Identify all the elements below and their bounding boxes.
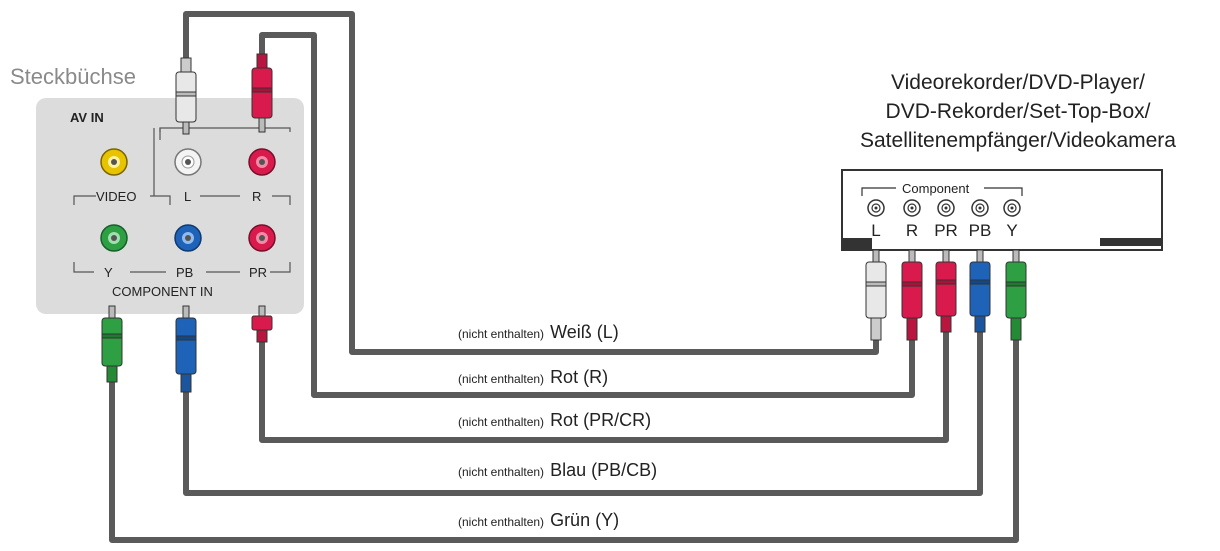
plug-red-pr-device xyxy=(935,249,957,333)
label-r: R xyxy=(252,189,261,204)
label-av-in: AV IN xyxy=(70,110,104,125)
cable-name: Rot (PR/CR) xyxy=(550,410,652,430)
wire-green-y xyxy=(109,340,1019,543)
device-port-label: PB xyxy=(969,221,992,240)
device-title-line-1: Videorekorder/DVD-Player/ xyxy=(890,71,1146,94)
device-port-r: R xyxy=(903,199,921,240)
jack-y xyxy=(100,224,128,252)
label-video: VIDEO xyxy=(96,189,136,204)
plug-green-y-device xyxy=(1005,249,1027,341)
plug-red-pr-panel xyxy=(251,305,273,343)
device-title: Videorekorder/DVD-Player/ DVD-Rekorder/S… xyxy=(816,68,1220,155)
device-port-label: PR xyxy=(934,221,958,240)
cable-label-blue-pb: (nicht enthalten) Blau (PB/CB) xyxy=(458,460,657,481)
device-box: Component L R PR PB Y xyxy=(841,169,1163,251)
label-pb: PB xyxy=(176,265,193,280)
device-port-label: Y xyxy=(1006,221,1017,240)
jack-pr xyxy=(248,224,276,252)
wire-red-pr xyxy=(259,330,949,443)
cable-name: Grün (Y) xyxy=(550,510,620,530)
cable-name: Rot (R) xyxy=(550,367,609,387)
device-title-line-2: DVD-Rekorder/Set-Top-Box/ xyxy=(885,100,1151,123)
cable-name: Blau (PB/CB) xyxy=(550,460,658,480)
plug-blue-pb-device xyxy=(969,249,991,333)
cable-name: Weiß (L) xyxy=(550,322,619,342)
label-l: L xyxy=(184,189,191,204)
plug-white-l-device xyxy=(865,249,887,341)
wire-red-r xyxy=(259,32,915,398)
device-port-label: L xyxy=(871,221,880,240)
plug-white-l-panel xyxy=(175,57,197,135)
plug-green-y-panel xyxy=(101,305,123,383)
cable-note: (nicht enthalten) xyxy=(458,327,545,341)
cable-note: (nicht enthalten) xyxy=(458,515,545,529)
cable-note: (nicht enthalten) xyxy=(458,415,545,429)
jack-r xyxy=(248,148,276,176)
plug-red-r-device xyxy=(901,249,923,341)
wire-white-l xyxy=(183,11,879,355)
plug-blue-pb-panel xyxy=(175,305,197,393)
cable-label-red-pr: (nicht enthalten) Rot (PR/CR) xyxy=(458,410,651,431)
cable-note: (nicht enthalten) xyxy=(458,372,545,386)
label-y: Y xyxy=(104,265,113,280)
label-pr: PR xyxy=(249,265,267,280)
device-port-pr: PR xyxy=(934,199,958,240)
socket-label: Steckbüchse xyxy=(10,64,136,89)
cable-label-green-y: (nicht enthalten) Grün (Y) xyxy=(458,510,619,531)
cable-label-white-l: (nicht enthalten) Weiß (L) xyxy=(458,322,619,343)
jack-video xyxy=(100,148,128,176)
label-component-in: COMPONENT IN xyxy=(112,284,213,299)
device-port-y: Y xyxy=(1003,199,1021,240)
device-port-label: R xyxy=(906,221,918,240)
device-component-label: Component xyxy=(902,181,970,196)
cable-note: (nicht enthalten) xyxy=(458,465,545,479)
jack-pb xyxy=(174,224,202,252)
device-title-line-3: Satellitenempfänger/Videokamera xyxy=(860,129,1176,152)
jack-l xyxy=(174,148,202,176)
plug-red-r-panel xyxy=(251,53,273,133)
device-port-l: L xyxy=(867,199,885,240)
cable-label-red-r: (nicht enthalten) Rot (R) xyxy=(458,367,608,388)
device-port-pb: PB xyxy=(969,199,992,240)
wire-blue-pb xyxy=(183,330,983,496)
av-in-panel: AV IN VIDEO L R Y PB PR COMPONENT IN xyxy=(36,98,304,314)
